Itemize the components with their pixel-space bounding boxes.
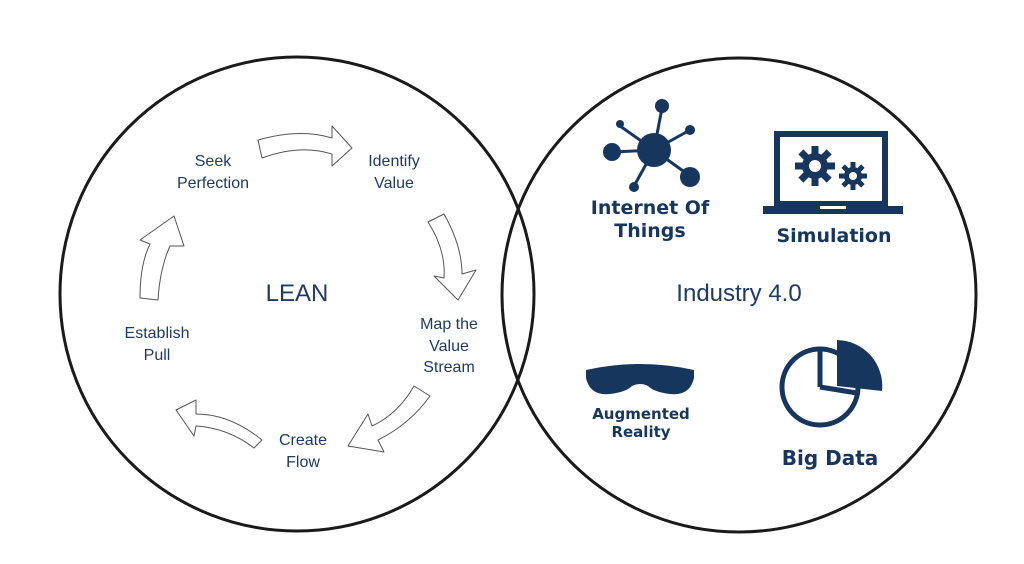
big-data-label: Big Data [781,446,879,470]
laptop-gears-icon [763,131,903,214]
lean-title: LEAN [265,280,329,307]
step-create-flow: Create Flow [278,432,328,471]
pie-chart-icon [779,340,883,428]
step-map-value-stream: Map the Value Stream [420,316,478,377]
industry-title: Industry 4.0 [676,280,802,307]
industry-circle [500,56,978,534]
network-icon [603,99,700,192]
step-identify-value: Identify Value [368,153,420,192]
lean-circle [58,55,536,533]
cycle-arrow-top [257,125,353,167]
augmented-reality-label: Augmented Reality [592,405,690,441]
iot-label: Internet Of Things [590,197,710,242]
cycle-arrow-bottom-left [175,399,263,449]
cycle-arrow-bottom-right [347,385,431,453]
simulation-label: Simulation [776,225,892,247]
vr-goggles-icon [586,364,694,395]
step-establish-pull: Establish Pull [124,325,190,364]
cycle-arrow-left [139,215,185,301]
cycle-arrow-right [427,213,477,301]
step-seek-perfection: Seek Perfection [176,153,250,192]
